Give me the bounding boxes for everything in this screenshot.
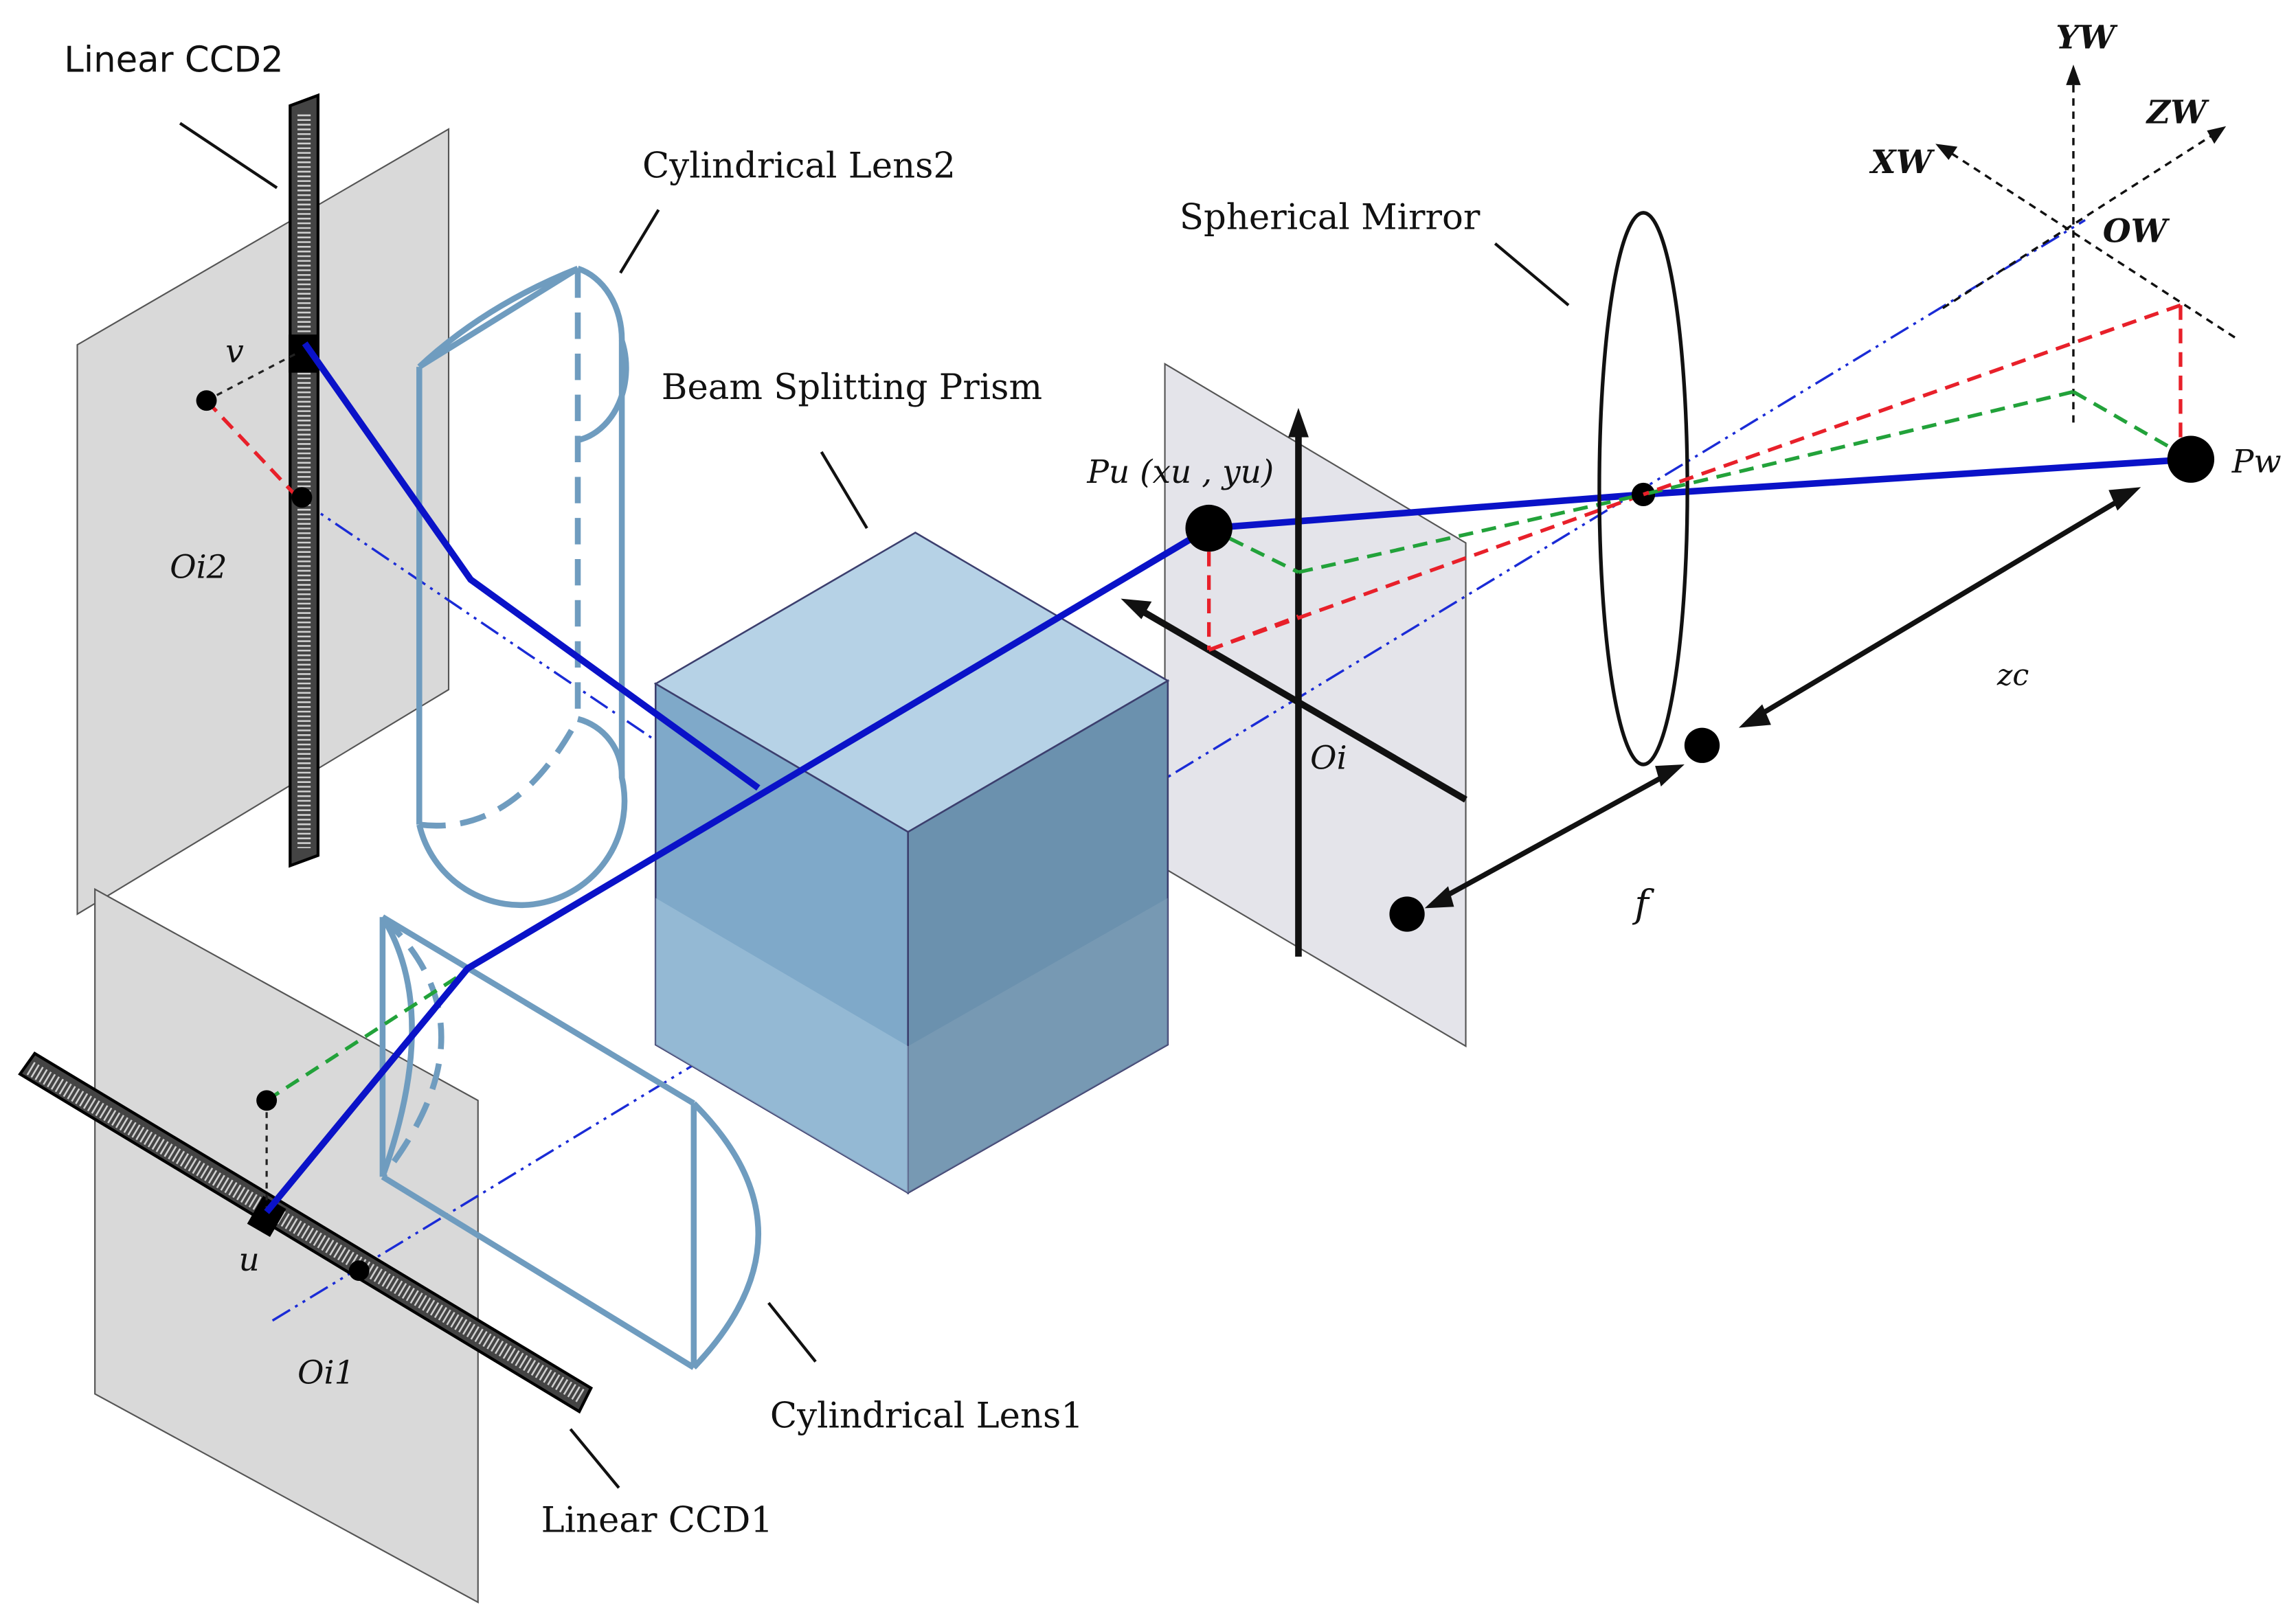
linear-ccd2-bar xyxy=(289,93,320,868)
ccd1-center-dot xyxy=(348,1260,370,1282)
label-cylindrical-lens2: Cylindrical Lens2 xyxy=(642,145,956,186)
ccd2-image-plane xyxy=(76,128,450,916)
ccd2-point-v xyxy=(196,390,217,411)
f-dimension-arrow xyxy=(1424,764,1685,909)
label-zw: ZW xyxy=(2146,93,2209,131)
beam-splitting-prism xyxy=(653,532,1170,1195)
label-u: u xyxy=(239,1241,260,1279)
ccd1-point xyxy=(256,1090,278,1111)
label-oi1: Oi1 xyxy=(297,1354,354,1392)
linear-ccd1-bar xyxy=(18,1052,594,1414)
label-ow: OW xyxy=(2103,213,2170,251)
label-f: f xyxy=(1632,882,1654,927)
cylindrical-lens-2 xyxy=(416,265,629,909)
ccd1-image-plane xyxy=(94,887,479,1604)
label-xw: XW xyxy=(1869,144,1935,181)
label-linear-ccd1: Linear CCD1 xyxy=(541,1499,773,1541)
label-zc: zc xyxy=(1996,659,2029,693)
label-spherical-mirror: Spherical Mirror xyxy=(1180,196,1481,238)
label-pw: Pw xyxy=(2231,443,2282,481)
world-coordinate-axes xyxy=(1942,73,2236,423)
point-pu xyxy=(1185,504,1233,552)
focal-point-upper xyxy=(1684,727,1720,763)
focal-point-lower xyxy=(1389,896,1425,932)
label-oi: Oi xyxy=(1310,739,1347,777)
label-beam-splitting-prism: Beam Splitting Prism xyxy=(662,367,1042,408)
label-oi2: Oi2 xyxy=(170,549,227,587)
point-pw xyxy=(2167,435,2215,483)
optical-axis xyxy=(271,218,2086,1322)
label-yw: YW xyxy=(2056,19,2118,56)
cylindrical-lens-1 xyxy=(379,914,761,1370)
label-linear-ccd2: Linear CCD2 xyxy=(64,40,283,81)
image-plane-axes xyxy=(1121,407,1467,957)
label-cylindrical-lens1: Cylindrical Lens1 xyxy=(770,1396,1083,1437)
mirror-center-dot xyxy=(1631,482,1656,507)
zc-dimension-arrow xyxy=(1738,487,2141,728)
label-v: v xyxy=(225,333,244,371)
ccd2-center-dot xyxy=(291,487,313,508)
label-pu: Pu (xu , yu) xyxy=(1086,453,1274,491)
spherical-mirror-ellipse xyxy=(1597,211,1689,766)
